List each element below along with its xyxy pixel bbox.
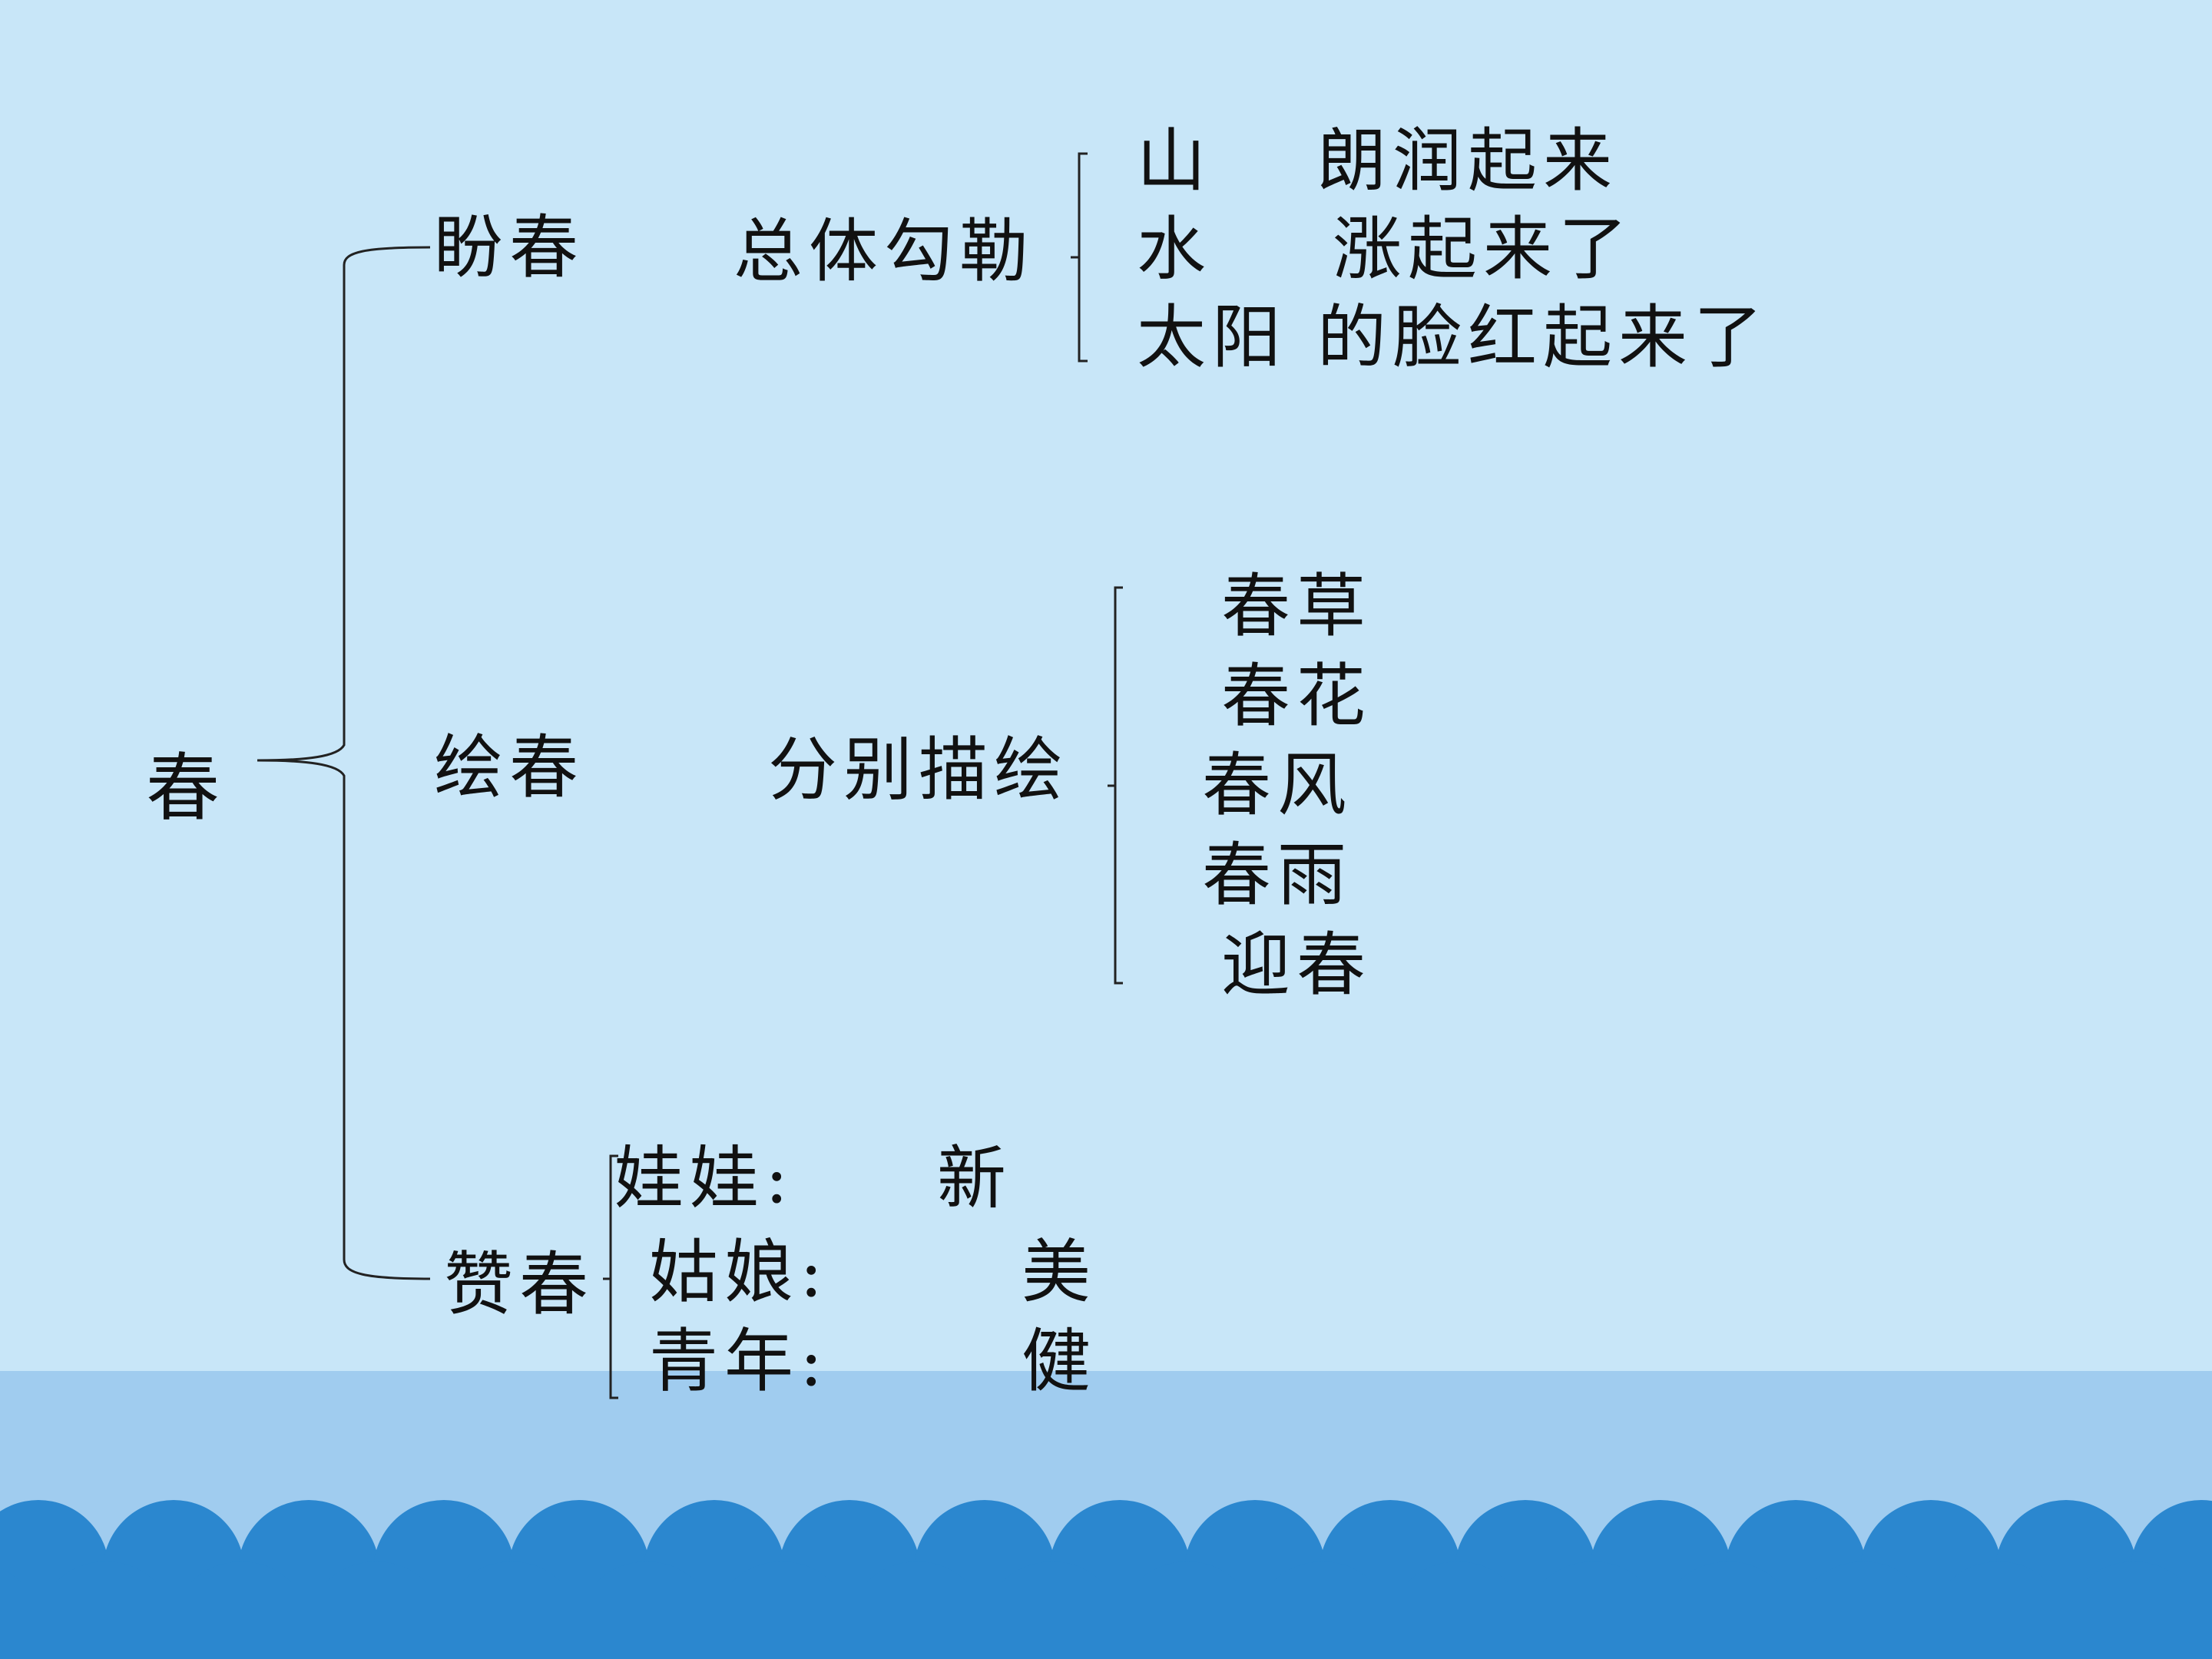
list-item: 春草 (1221, 566, 1372, 647)
item-desc: 涨起来了 (1333, 209, 1634, 290)
branch-method-separate: 分别描绘 (768, 730, 1069, 810)
main-brace-top (257, 246, 431, 762)
root-node: 春 (146, 745, 220, 831)
branch-method-overall: 总体勾勒 (733, 211, 1035, 292)
item-desc: 美 (1022, 1232, 1097, 1313)
branch-label-praise: 赞春 (444, 1244, 594, 1325)
wave-base (0, 1582, 2212, 1659)
bracket-praise (603, 1154, 618, 1399)
wave-decoration (0, 1500, 2212, 1659)
item-subject: 青年: (649, 1321, 830, 1402)
list-item: 迎春 (1221, 925, 1372, 1005)
branch-label-anticipate: 盼春 (434, 207, 584, 288)
list-item: 春风 (1202, 745, 1353, 826)
list-item: 春花 (1221, 656, 1372, 737)
branch-label-depict: 绘春 (434, 727, 584, 808)
bracket-separate (1108, 586, 1123, 985)
item-desc: 新 (937, 1138, 1012, 1219)
bracket-overall (1071, 152, 1088, 363)
item-desc: 朗润起来 (1317, 121, 1618, 201)
item-subject: 娃娃: (614, 1138, 795, 1219)
item-desc: 的脸红起来了 (1317, 297, 1769, 378)
main-brace-bottom (257, 759, 431, 1280)
item-subject: 太阳 (1137, 297, 1287, 378)
item-subject: 山 (1137, 121, 1212, 201)
item-subject: 水 (1137, 209, 1212, 290)
list-item: 春雨 (1202, 835, 1353, 916)
item-subject: 姑娘: (649, 1232, 830, 1313)
item-desc: 健 (1022, 1321, 1097, 1402)
